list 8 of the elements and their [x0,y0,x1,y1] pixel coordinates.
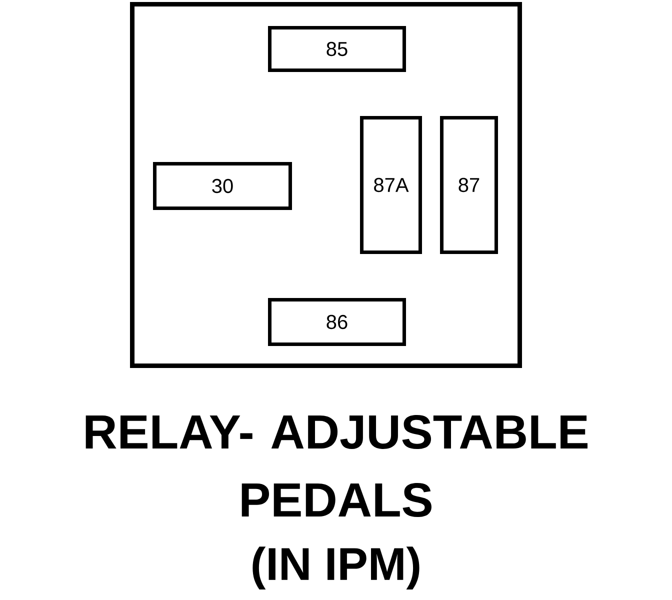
pin-slot: 87A [360,116,422,254]
pin-slot: 30 [153,162,292,210]
pin-slot: 85 [268,26,406,72]
title: RELAY- ADJUSTABLE PEDALS [86,415,588,517]
relay-outline [130,2,522,368]
caption: (IN IPM) [252,546,420,590]
pin-slot: 86 [268,298,406,346]
pin-slot: 87 [440,116,498,254]
